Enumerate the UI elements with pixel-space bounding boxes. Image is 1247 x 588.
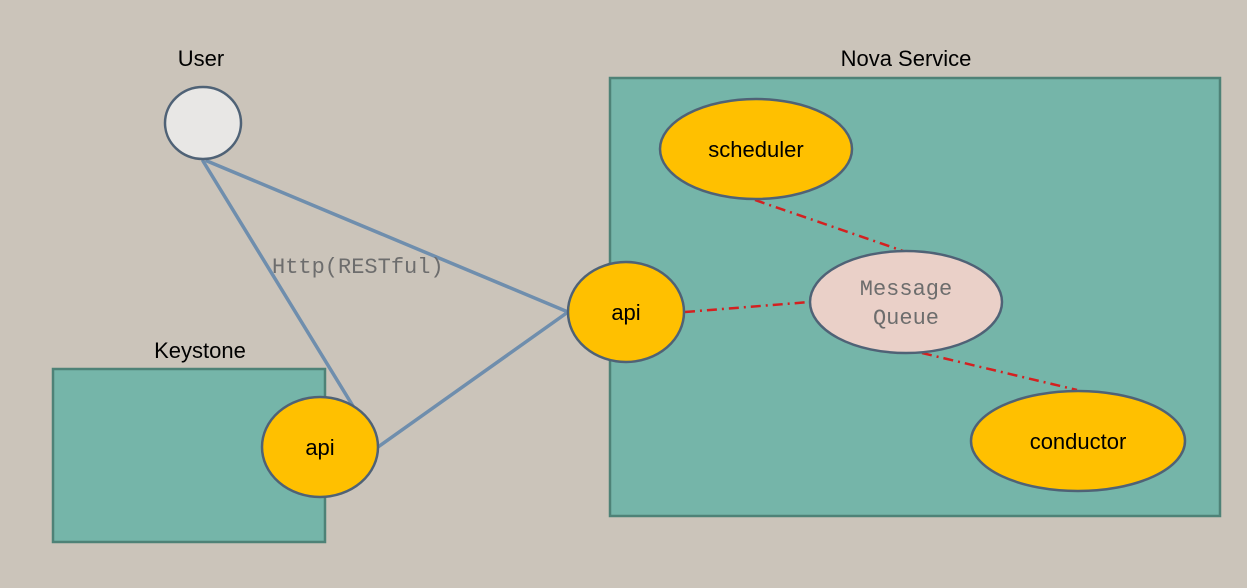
message-queue-ellipse [808, 249, 1004, 355]
link-api-to-queue [684, 300, 811, 314]
keystone-api-label: api [305, 435, 334, 460]
keystone-api-node: api [260, 395, 380, 499]
nova-api-ellipse [566, 260, 686, 364]
keystone-label: Keystone [154, 338, 246, 363]
scheduler-node: scheduler [658, 97, 854, 201]
http-restful-label: Http(RESTful) [272, 255, 444, 280]
http-links [201, 159, 570, 449]
nova-service-label: Nova Service [841, 46, 972, 71]
conductor-ellipse [969, 389, 1187, 493]
message-queue-label-line1: Message [860, 277, 952, 302]
scheduler-label: scheduler [708, 137, 803, 162]
conductor-node: conductor [969, 389, 1187, 493]
queue-links [684, 198, 1078, 392]
keystone-api-ellipse [260, 395, 380, 499]
user-label: User [178, 46, 224, 71]
link-keystone-api-to-nova-api [376, 310, 570, 449]
nova-api-node: api [566, 260, 686, 364]
link-user-to-nova-api [205, 159, 570, 314]
message-queue-node: Message Queue [808, 249, 1004, 355]
nova-api-label: api [611, 300, 640, 325]
conductor-label: conductor [1030, 429, 1127, 454]
link-scheduler-to-queue [754, 198, 907, 254]
message-queue-label-line2: Queue [873, 306, 939, 331]
link-user-to-keystone-api [201, 159, 380, 449]
user-node [163, 85, 243, 161]
scheduler-ellipse [658, 97, 854, 201]
link-queue-to-conductor [921, 351, 1078, 392]
